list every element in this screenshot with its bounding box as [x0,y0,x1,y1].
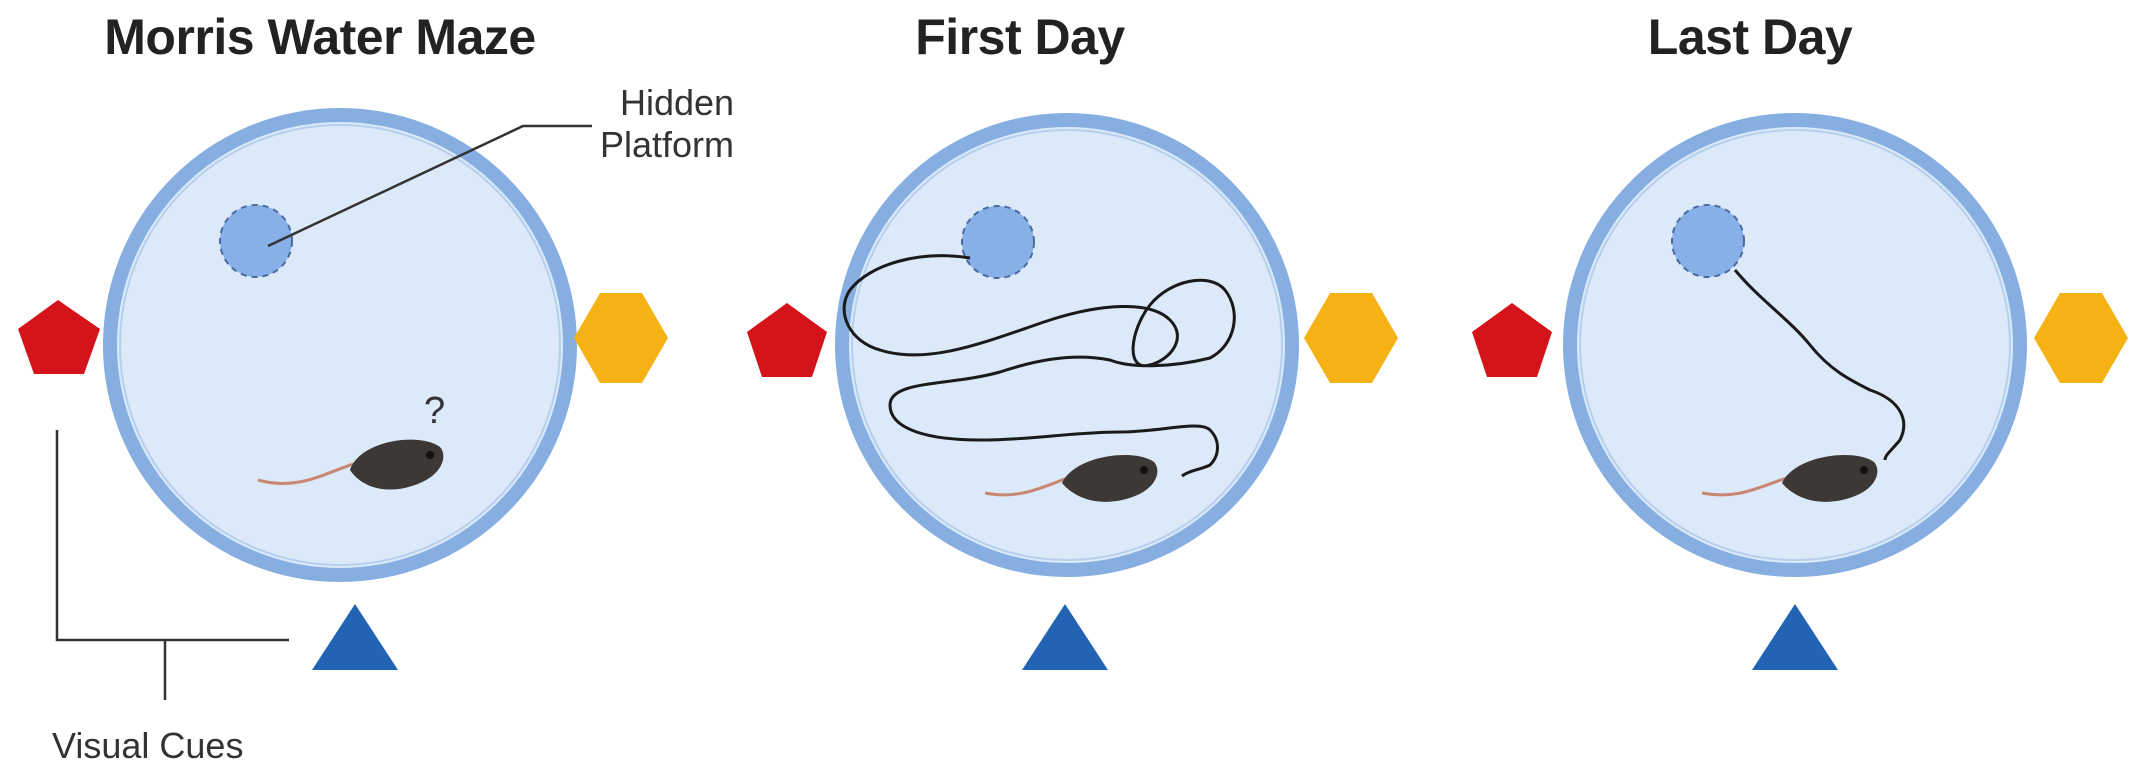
visual-cues-label: Visual Cues [52,725,243,767]
panel-last-day: Last Day [1460,0,2136,768]
blue-triangle-icon [1022,604,1108,670]
red-pentagon-icon [18,300,100,374]
panel-morris-water-maze: Morris Water Maze Hidden Platform ? Visu… [0,0,700,768]
blue-triangle-icon [1752,604,1838,670]
first-day-diagram [730,0,1430,768]
yellow-hexagon-icon [2034,293,2128,383]
platform-icon [962,206,1034,278]
red-pentagon-icon [1472,303,1552,377]
last-day-diagram [1460,0,2136,768]
hidden-platform-line1: Hidden [600,82,734,124]
yellow-hexagon-icon [1304,293,1398,383]
hidden-platform-label: Hidden Platform [600,82,734,166]
red-pentagon-icon [747,303,827,377]
blue-triangle-icon [312,604,398,670]
panel-first-day: First Day [730,0,1430,768]
platform-icon [1672,205,1744,277]
pool [1570,120,2020,570]
maze-diagram [0,0,700,768]
hidden-platform-line2: Platform [600,124,734,166]
pool [110,115,570,575]
question-mark: ? [424,390,445,432]
yellow-hexagon-icon [574,293,668,383]
